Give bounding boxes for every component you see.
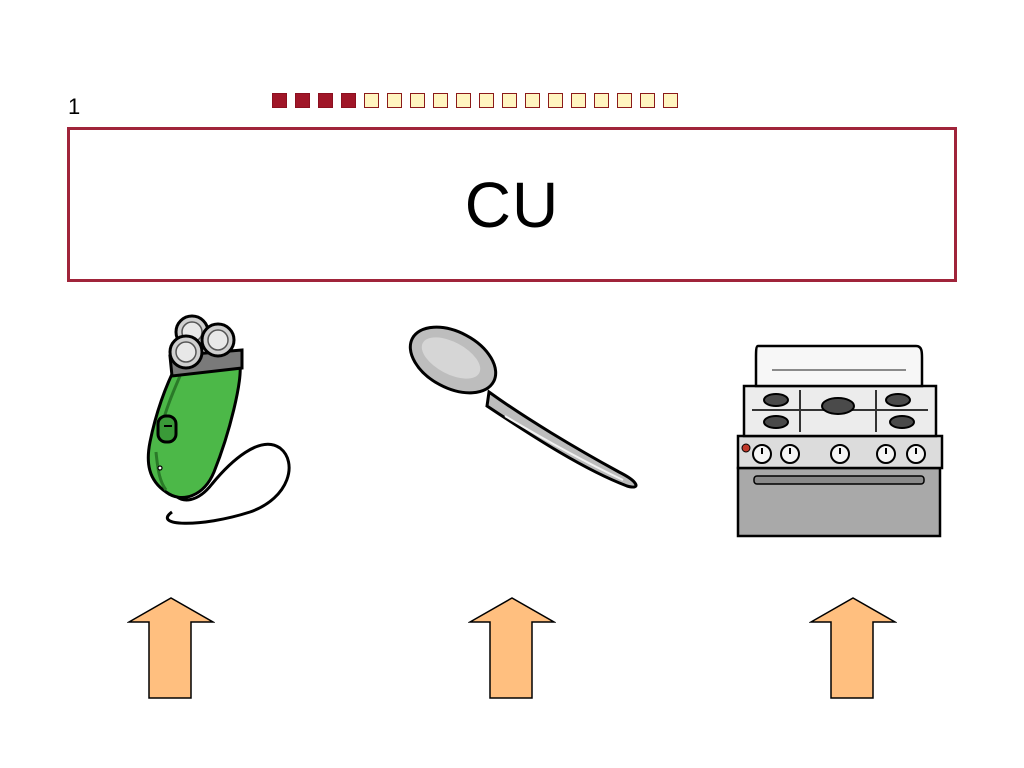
progress-square-empty	[479, 93, 494, 108]
progress-square-empty	[571, 93, 586, 108]
progress-square-empty	[387, 93, 402, 108]
progress-square-empty	[663, 93, 678, 108]
progress-square-empty	[617, 93, 632, 108]
progress-square-empty	[410, 93, 425, 108]
progress-square-empty	[548, 93, 563, 108]
progress-square-empty	[594, 93, 609, 108]
progress-indicator	[272, 93, 678, 108]
progress-square-empty	[364, 93, 379, 108]
progress-square-filled	[295, 93, 310, 108]
up-arrow-icon[interactable]	[809, 596, 897, 700]
progress-square-empty	[456, 93, 471, 108]
progress-square-empty	[433, 93, 448, 108]
stove-icon[interactable]	[736, 344, 944, 538]
progress-square-filled	[318, 93, 333, 108]
slide-number: 1	[68, 94, 81, 119]
title-box: CU	[67, 127, 957, 282]
progress-square-filled	[341, 93, 356, 108]
progress-square-empty	[525, 93, 540, 108]
page-title: CU	[464, 168, 560, 241]
progress-square-empty	[640, 93, 655, 108]
progress-square-filled	[272, 93, 287, 108]
up-arrow-icon[interactable]	[468, 596, 556, 700]
up-arrow-icon[interactable]	[127, 596, 215, 700]
electric-shaver-icon[interactable]	[130, 312, 300, 532]
spoon-icon[interactable]	[405, 322, 645, 492]
progress-square-empty	[502, 93, 517, 108]
